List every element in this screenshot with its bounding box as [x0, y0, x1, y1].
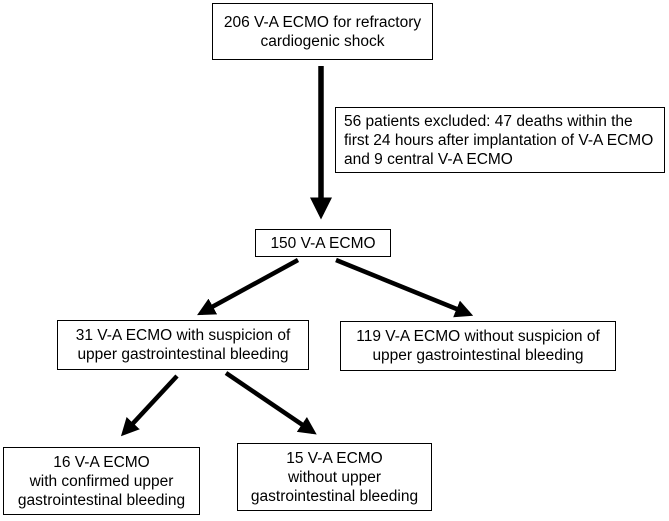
node-not-confirmed: 15 V-A ECMO without upper gastrointestin… [237, 443, 432, 511]
node-total-line-1: 150 V-A ECMO [270, 234, 376, 252]
arrow-suspicion-to-not-confirmed [224, 371, 317, 435]
node-total: 150 V-A ECMO [255, 229, 391, 257]
arrow-total-to-suspicion [197, 258, 300, 316]
node-suspicion-line-1: 31 V-A ECMO with suspicion of [75, 327, 291, 344]
node-no-suspicion: 119 V-A ECMO without suspicion of upper … [340, 321, 616, 371]
node-confirmed-line-1: 16 V-A ECMO [53, 453, 150, 471]
node-no-suspicion-line-1: 119 V-A ECMO without suspicion of [356, 328, 600, 345]
node-no-suspicion-line-2: upper gastrointestinal bleeding [372, 347, 584, 364]
node-not-confirmed-line-2: without upper [287, 468, 382, 486]
node-not-confirmed-line-1: 15 V-A ECMO [286, 449, 383, 467]
arrow-total-to-no-suspicion [335, 257, 474, 318]
node-confirmed: 16 V-A ECMO with confirmed upper gastroi… [3, 447, 200, 515]
node-suspicion: 31 V-A ECMO with suspicion of upper gast… [57, 320, 309, 370]
node-excluded: 56 patients excluded: 47 deaths within t… [335, 107, 665, 173]
node-start-line-2: cardiogenic shock [260, 32, 385, 50]
node-excluded-line-1: 56 patients excluded: 47 deaths within t… [344, 112, 633, 130]
node-confirmed-line-3: gastrointestinal bleeding [17, 491, 186, 509]
node-start-line-1: 206 V-A ECMO for refractory [223, 13, 422, 31]
node-excluded-line-3: and 9 central V-A ECMO [344, 150, 513, 168]
node-excluded-line-2: first 24 hours after implantation of V-A… [344, 131, 654, 149]
node-start: 206 V-A ECMO for refractory cardiogenic … [212, 3, 433, 60]
node-suspicion-line-2: upper gastrointestinal bleeding [77, 346, 289, 363]
node-confirmed-line-2: with confirmed upper [29, 472, 174, 490]
node-not-confirmed-line-3: gastrointestinal bleeding [250, 487, 419, 505]
arrow-suspicion-to-confirmed [120, 374, 179, 437]
